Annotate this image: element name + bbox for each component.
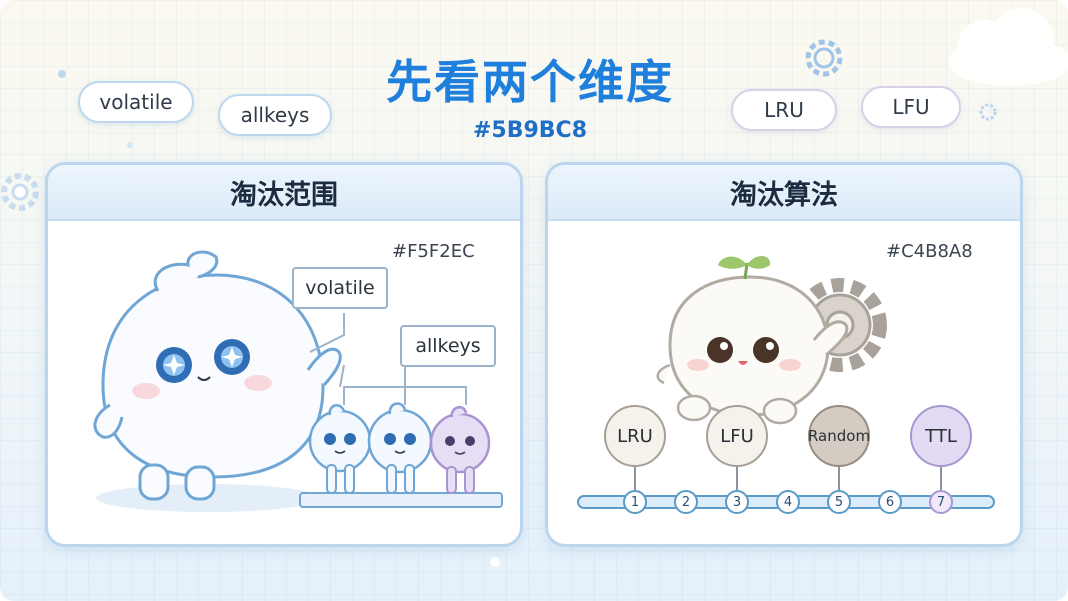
algorithm-random: Random (808, 405, 870, 467)
tag-pill: LFU (861, 86, 961, 128)
timeline-step: 7 (929, 490, 953, 514)
algorithm-panel: 淘汰算法 #C4B8A8 (545, 162, 1023, 547)
algorithm-lfu: LFU (706, 405, 768, 467)
gear-icon (1, 173, 39, 211)
timeline-step: 5 (827, 490, 851, 514)
small-mascot (308, 403, 372, 494)
tag-pill: LRU (731, 89, 837, 131)
timeline-step: 1 (623, 490, 647, 514)
algorithm-ttl: TTL (910, 405, 972, 467)
panel-hex-code: #F5F2EC (392, 241, 475, 262)
page-title: 先看两个维度 (386, 55, 674, 109)
scope-label-allkeys: allkeys (400, 325, 496, 367)
scope-panel: 淘汰范围 #F5F2EC (45, 162, 523, 547)
timeline-step: 3 (725, 490, 749, 514)
panel-title: 淘汰算法 (548, 165, 1020, 221)
tag-pill: allkeys (218, 94, 332, 136)
cloud-icon (948, 8, 1068, 86)
panel-hex-code: #C4B8A8 (886, 241, 973, 262)
timeline-step: 4 (776, 490, 800, 514)
small-mascot (367, 402, 433, 494)
mascot-illustration (93, 250, 503, 512)
algorithm-lru: LRU (604, 405, 666, 467)
panel-title: 淘汰范围 (48, 165, 520, 221)
scope-label-volatile: volatile (292, 267, 388, 309)
title-hex-code: #5B9BC8 (472, 118, 588, 143)
timeline-step: 6 (878, 490, 902, 514)
timeline-step: 2 (674, 490, 698, 514)
small-mascot (429, 405, 491, 494)
tag-pill: volatile (78, 81, 194, 123)
gear-icon (979, 103, 997, 121)
gear-icon (805, 39, 843, 77)
sprout-icon (718, 255, 771, 280)
